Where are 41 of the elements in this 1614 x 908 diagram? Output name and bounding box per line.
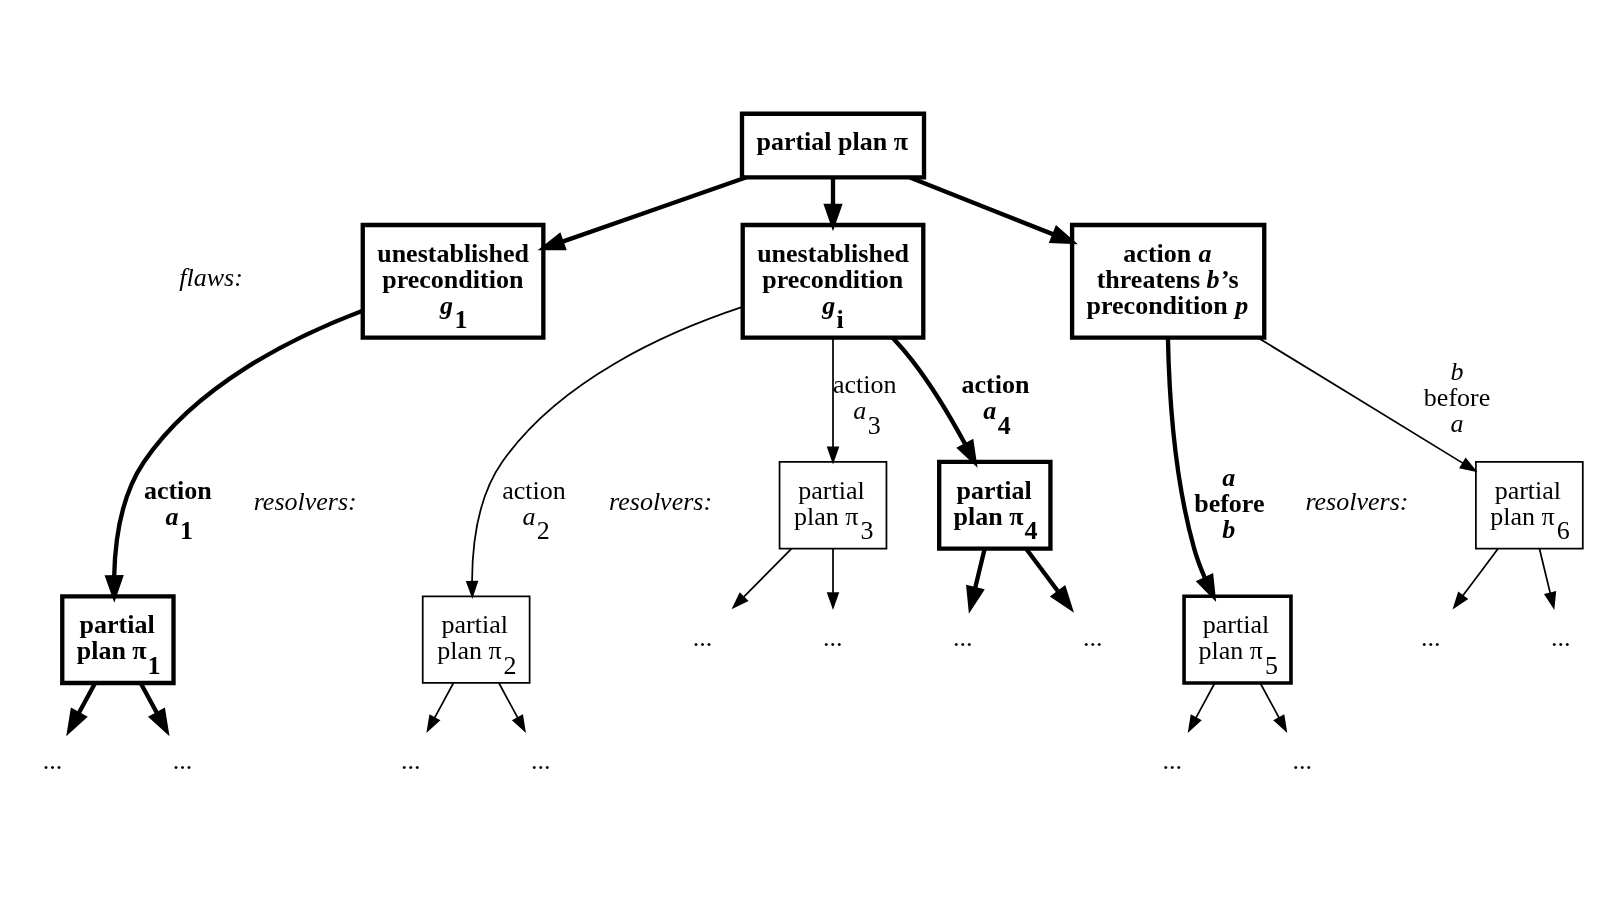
arrow	[1257, 336, 1478, 473]
node-text: ...	[822, 623, 843, 652]
node-text: ...	[1162, 745, 1182, 775]
node-text: ...	[692, 623, 713, 652]
node-box: action a threatens b’s precondition p	[1069, 222, 1267, 340]
node-text: ...	[42, 745, 63, 775]
label: flaws:	[179, 263, 243, 293]
arrow	[104, 308, 364, 603]
arrow	[1165, 337, 1217, 603]
arrow	[1187, 682, 1216, 733]
node-text: ...	[952, 623, 973, 652]
arrow	[731, 547, 793, 610]
edge-label: b before a	[1423, 357, 1491, 439]
node-text: ...	[401, 745, 421, 775]
node-text: ...	[531, 745, 551, 775]
node-text: ...	[1082, 623, 1103, 652]
arrow	[826, 337, 840, 465]
node-text: ...	[172, 745, 193, 775]
arrow	[1024, 547, 1074, 613]
arrow	[826, 547, 840, 611]
arrow	[66, 682, 98, 737]
node-box: partial plan π	[739, 111, 927, 180]
arrow	[1452, 547, 1499, 610]
arrow	[891, 336, 978, 468]
node-text: ...	[1551, 623, 1571, 652]
node-text: ...	[1420, 623, 1441, 652]
arrow	[498, 682, 526, 733]
arrow	[138, 682, 170, 737]
arrow	[426, 682, 455, 733]
arrow	[537, 175, 747, 251]
label: resolvers:	[253, 487, 357, 517]
node-text: ...	[1292, 745, 1312, 775]
arrow	[1538, 547, 1557, 610]
arrow	[823, 177, 843, 232]
arrow	[1259, 682, 1288, 733]
arrow	[966, 548, 987, 614]
arrow	[465, 306, 744, 599]
arrow	[909, 175, 1078, 245]
label: resolvers:	[1305, 487, 1409, 517]
edge-label: a before b	[1194, 462, 1265, 544]
label: resolvers:	[609, 487, 713, 517]
